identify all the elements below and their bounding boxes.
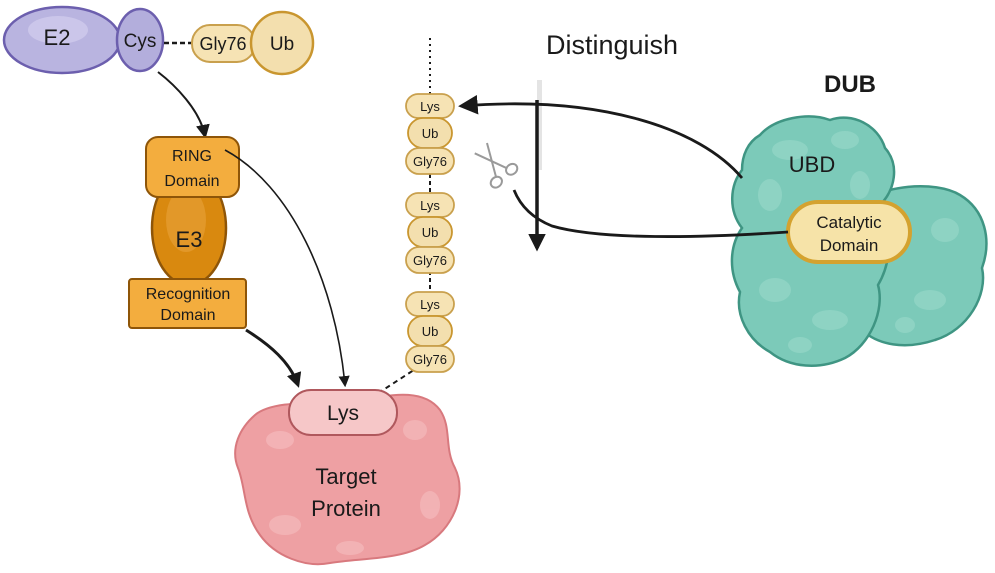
target-label-line2: Protein xyxy=(311,496,381,521)
distinguish-label: Distinguish xyxy=(546,30,678,60)
scissors-icon xyxy=(474,142,519,189)
ring-to-target-arrow xyxy=(224,149,350,388)
e2-label: E2 xyxy=(44,25,71,50)
dub-texture xyxy=(758,131,959,353)
e2-cys-residue: Cys xyxy=(115,7,165,73)
donor-gly-label: Gly76 xyxy=(199,34,246,54)
chain-gly-shape xyxy=(405,246,455,274)
chain-gly-label: Gly76 xyxy=(413,253,447,268)
chain-gly-shape xyxy=(405,345,455,373)
chain-lys-label: Lys xyxy=(420,198,440,213)
e2-enzyme: E2 xyxy=(2,5,122,75)
e2-cys-label: Cys xyxy=(124,31,157,52)
chain-gly-shape xyxy=(405,147,455,175)
chain-ub-label: Ub xyxy=(422,324,439,339)
chain-gly-label: Gly76 xyxy=(413,154,447,169)
ring-label-line2: Domain xyxy=(164,173,219,190)
recognition-label-line1: Recognition xyxy=(146,286,231,303)
chain-lys-label: Lys xyxy=(420,99,440,114)
dub-title: DUB xyxy=(824,71,876,98)
e3-label: E3 xyxy=(176,227,203,252)
target-lys-residue: Lys xyxy=(288,389,398,436)
donor-ub-label: Ub xyxy=(270,34,294,55)
recognition-label-line2: Domain xyxy=(160,307,215,324)
e2-to-ring-arrow xyxy=(157,71,210,139)
ubd-to-lys-arrow xyxy=(458,94,744,179)
target-protein: Target Protein xyxy=(234,393,461,566)
catalytic-domain: Catalytic Domain xyxy=(786,200,912,264)
recognition-to-target-arrow xyxy=(245,328,302,388)
ring-label-line1: RING xyxy=(172,148,212,165)
catalytic-label-line1: Catalytic xyxy=(816,213,882,232)
target-lys-label: Lys xyxy=(327,402,359,425)
chain-lys-label: Lys xyxy=(420,297,440,312)
recognition-domain: Recognition Domain xyxy=(128,278,247,329)
distinguish-shadow xyxy=(537,80,542,170)
chain-to-target-link xyxy=(379,365,421,393)
dub-protein xyxy=(730,115,988,367)
ubd-label: UBD xyxy=(789,152,835,177)
donor-ubiquitin: Gly76 Ub xyxy=(191,10,315,76)
catalytic-to-cleavage-line xyxy=(512,189,789,238)
chain-gly-label: Gly76 xyxy=(413,352,447,367)
target-label-line1: Target xyxy=(315,464,376,489)
ring-domain: RING Domain xyxy=(145,136,240,198)
catalytic-label-line2: Domain xyxy=(820,236,879,255)
chain-ub-label: Ub xyxy=(422,126,439,141)
chain-ub-label: Ub xyxy=(422,225,439,240)
